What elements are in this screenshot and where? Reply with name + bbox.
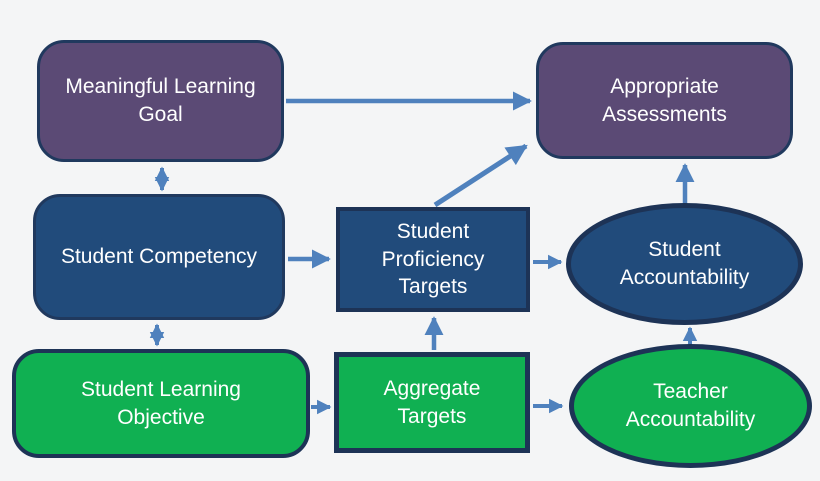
node-teacher-accountability: Teacher Accountability (569, 344, 812, 468)
arrow-spt-to-aa (433, 143, 528, 208)
node-appropriate-assessments: Appropriate Assessments (536, 42, 793, 159)
node-student-competency: Student Competency (33, 194, 285, 320)
node-student-learning-objective: Student Learning Objective (12, 349, 310, 458)
node-student-proficiency-targets: Student Proficiency Targets (336, 207, 530, 312)
node-aggregate-targets: Aggregate Targets (334, 352, 530, 453)
node-student-accountability: Student Accountability (566, 203, 803, 325)
node-meaningful-learning-goal: Meaningful Learning Goal (37, 40, 284, 162)
